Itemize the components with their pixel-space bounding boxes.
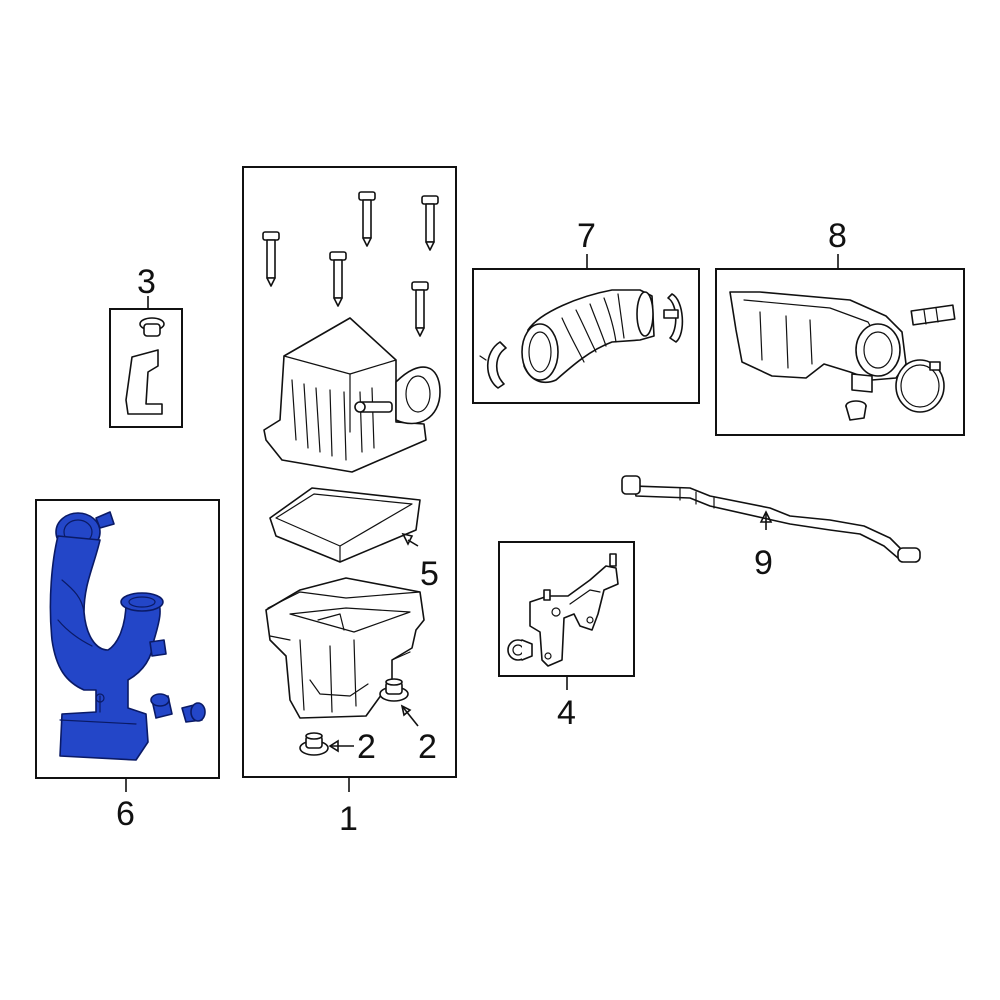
part-1-upper-cover <box>263 317 441 473</box>
part-9-group[interactable]: 9 <box>621 475 921 582</box>
part-7-hose <box>521 289 655 384</box>
part-1-bolts <box>262 191 439 337</box>
callout-7: 7 <box>577 217 596 255</box>
part-3-box <box>109 308 183 428</box>
part-1-lower-box <box>265 577 425 719</box>
part-6-group[interactable]: 6 <box>35 499 220 833</box>
part-6-intake-duct <box>49 511 167 761</box>
part-4-group[interactable]: 4 <box>498 541 635 732</box>
part-5-filter <box>269 487 421 563</box>
part-8-group[interactable]: 8 <box>715 217 965 436</box>
part-6-grommets <box>150 693 206 723</box>
part-7-box <box>472 268 700 404</box>
part-8-label <box>910 304 956 326</box>
callout-6: 6 <box>116 795 135 833</box>
callout-5: 5 <box>420 555 439 593</box>
callout-9: 9 <box>754 544 773 582</box>
part-8-box <box>715 268 965 436</box>
part-4-grommet <box>507 639 533 661</box>
part-3-bracket <box>125 349 163 415</box>
callout-2a: 2 <box>357 728 376 766</box>
part-8-clamp <box>895 359 945 413</box>
part-8-duct <box>729 291 907 393</box>
callout-2b: 2 <box>418 728 437 766</box>
part-7-clamp-right <box>663 293 684 343</box>
part-4-bracket <box>529 553 619 667</box>
callout-4: 4 <box>557 694 576 732</box>
callout-1: 1 <box>339 800 358 838</box>
callout-3: 3 <box>137 263 156 301</box>
part-2-grommet-a <box>299 732 329 756</box>
part-6-box <box>35 499 220 779</box>
callout-8: 8 <box>828 217 847 255</box>
part-2-grommet-b <box>379 678 409 702</box>
part-7-clamp-left <box>479 341 507 389</box>
part-3-group[interactable]: 3 <box>109 263 183 428</box>
part-7-group[interactable]: 7 <box>472 217 700 404</box>
part-9-tube <box>621 475 921 563</box>
part-1-group[interactable]: 5 2 2 1 <box>242 166 457 838</box>
part-8-grommet <box>845 400 867 421</box>
